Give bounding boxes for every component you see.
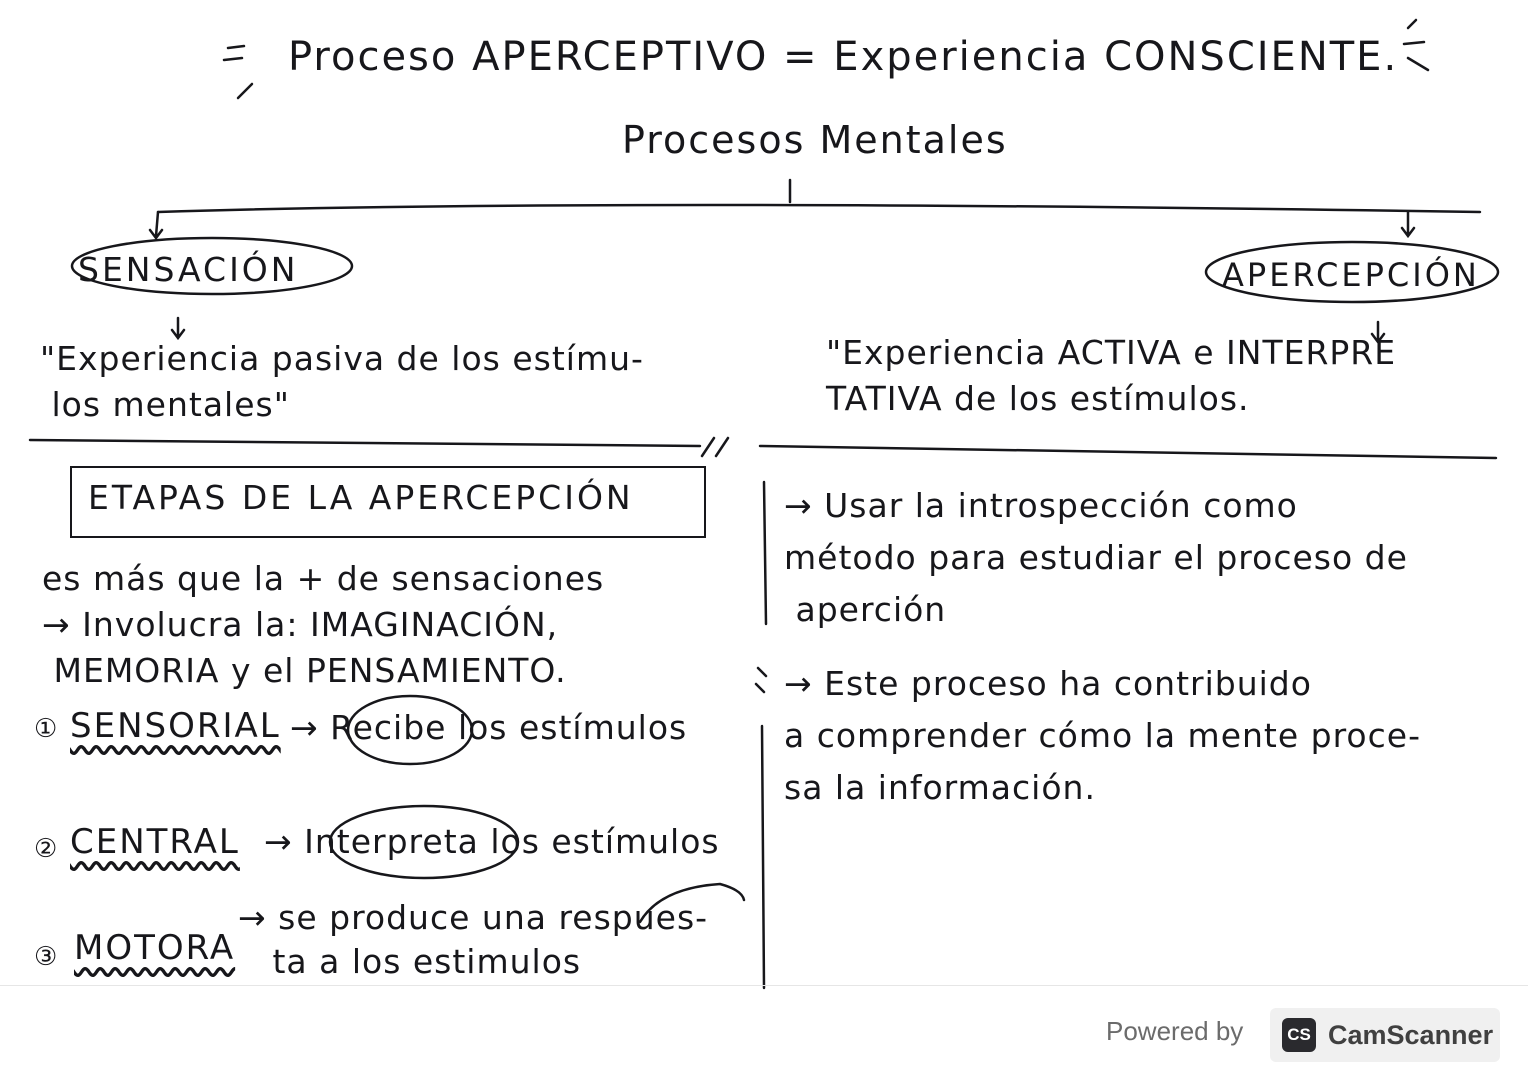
left-separator [28,438,702,448]
apercepcion-ellipse [1204,240,1500,304]
stage-name-motora: MOTORA [74,928,236,968]
stages-title: ETAPAS DE LA APERCEPCIÓN [88,478,634,517]
apercepcion-label: APERCEPCIÓN [1222,256,1480,294]
stage-number: ③ [34,942,59,972]
powered-by-text: Powered by [1106,1016,1244,1046]
camscanner-badge: CS CamScanner [1270,1008,1500,1062]
stage-desc-motora: → se produce una respues- ta a los estim… [238,898,709,981]
sensacion-label: SENSACIÓN [78,250,299,289]
interpreta-circle [328,804,520,880]
sensacion-down-arrow [170,316,186,341]
divider-mark [754,666,768,694]
recibe-circle [346,694,474,766]
sensacion-ellipse [70,236,354,296]
left-emphasis-marks [222,44,254,100]
stage-name-sensorial: SENSORIAL [70,706,281,746]
right-separator [758,444,1498,460]
camscanner-logo-icon: CS [1282,1018,1316,1052]
tree-branch-line [156,203,1482,214]
camscanner-brand-name: CamScanner [1328,1020,1494,1050]
stages-title-box [70,466,706,538]
stage-number: ① [34,714,59,744]
left-branch-arrow [148,210,164,241]
column-divider-bottom [760,724,766,990]
separator-slash-mark [700,436,730,458]
column-divider-top [762,480,768,626]
sensacion-definition: "Experiencia pasiva de los estímu- los m… [40,339,644,424]
right-branch-arrow [1400,210,1416,239]
introspection-note: → Usar la introspección como método para… [784,486,1408,629]
stage-name-central: CENTRAL [70,822,240,862]
stage-desc-sensorial: → Recibe los estímulos [290,708,688,747]
stages-intro: es más que la + de sensaciones → Involuc… [42,559,605,690]
stage-number: ② [34,834,59,864]
diagram-root-label: Procesos Mentales [622,118,1008,162]
right-emphasis-marks [1402,18,1430,72]
respuesta-circle [638,882,746,924]
stage-desc-central: → Interpreta los estímulos [264,822,720,861]
page-title: Proceso APERCEPTIVO = Experiencia CONSCI… [288,34,1399,80]
contribution-note: → Este proceso ha contribuido a comprend… [784,664,1421,807]
scan-edge [0,985,1528,986]
apercepcion-definition: "Experiencia ACTIVA e INTERPRE TATIVA de… [826,333,1397,418]
apercepcion-down-arrow [1370,320,1386,345]
